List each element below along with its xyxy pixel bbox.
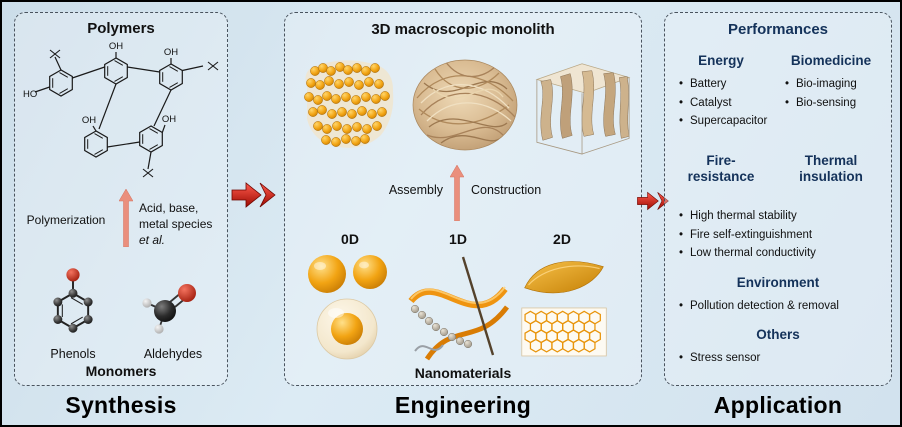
ho-label: HO [23,89,37,100]
dim-label-2d: 2D [553,231,571,247]
engineering-section-label: Engineering [394,392,532,418]
environment-heading: Environment [736,275,820,290]
application-section-label: Application [713,392,843,418]
phenol-molecule-image [53,268,93,333]
assembly-label: Assembly [388,183,443,197]
oh-label: OH [82,115,96,126]
dim-label-0d: 0D [341,231,359,247]
list-item: Fire self-extinguishment [679,226,816,245]
list-item: Supercapacitor [679,112,767,131]
up-arrow-icon [119,189,133,247]
conditions-line: metal species [139,216,213,231]
environment-list: Pollution detection & removal [679,297,839,316]
thermal-insulation-heading: Thermal insulation [773,153,889,186]
biomedicine-heading: Biomedicine [790,53,872,68]
list-item: Low thermal conductivity [679,244,816,263]
synthesis-section-label: Synthesis [65,392,177,418]
energy-list: Battery Catalyst Supercapacitor [679,75,767,131]
aldehyde-molecule-image [142,284,196,334]
polymers-title: Polymers [87,20,155,37]
list-item: Stress sensor [679,349,760,368]
conditions-text: Acid, base, metal species et al. [139,201,225,248]
list-item: Catalyst [679,94,767,113]
list-item: High thermal stability [679,207,816,226]
oh-label: OH [164,47,178,58]
others-list: Stress sensor [679,349,760,368]
oh-label: OH [162,114,176,125]
conditions-line: Acid, base, [139,201,199,215]
oh-label: OH [109,41,123,52]
construction-label: Construction [471,183,542,197]
fire-thermal-list: High thermal stability Fire self-extingu… [679,207,816,263]
polymerization-label: Polymerization [26,213,106,227]
flow-arrow-right-icon [231,182,276,208]
up-arrow-icon [450,165,464,221]
nanofiber-1d-image [408,256,509,361]
synthesis-panel: Polymers [14,12,228,386]
performances-title: Performances [727,21,829,38]
nanosphere-0d-image [308,255,387,360]
nanosheet-2d-image [521,261,607,357]
engineering-panel: 3D macroscopic monolith [284,12,642,386]
list-item: Battery [679,75,767,94]
energy-heading: Energy [698,53,744,68]
nanomaterials-label: Nanomaterials [414,365,512,381]
dim-label-1d: 1D [449,231,467,247]
list-item: Bio-imaging [785,75,857,94]
honeycomb-monolith-image [535,63,631,155]
application-panel: Performances Energy Biomedicine Battery … [664,12,892,386]
heading-line: Fire- [706,153,736,168]
heading-line: insulation [799,169,863,185]
monomers-label: Monomers [85,363,157,379]
particle-aggregate-image [304,60,394,148]
conditions-line: et al. [139,232,166,247]
monolith-title: 3D macroscopic monolith [371,21,555,38]
heading-line: resistance [687,169,755,185]
list-item: Pollution detection & removal [679,297,839,316]
fiber-nest-image [412,59,518,151]
heading-line: Thermal [804,153,858,168]
others-heading: Others [756,327,800,342]
fire-resistance-heading: Fire- resistance [671,153,771,186]
phenols-label: Phenols [50,347,96,361]
aldehydes-label: Aldehydes [143,347,203,361]
biomedicine-list: Bio-imaging Bio-sensing [785,75,857,112]
polymer-structure-image: HO OH OH OH OH [23,41,219,178]
list-item: Bio-sensing [785,94,857,113]
